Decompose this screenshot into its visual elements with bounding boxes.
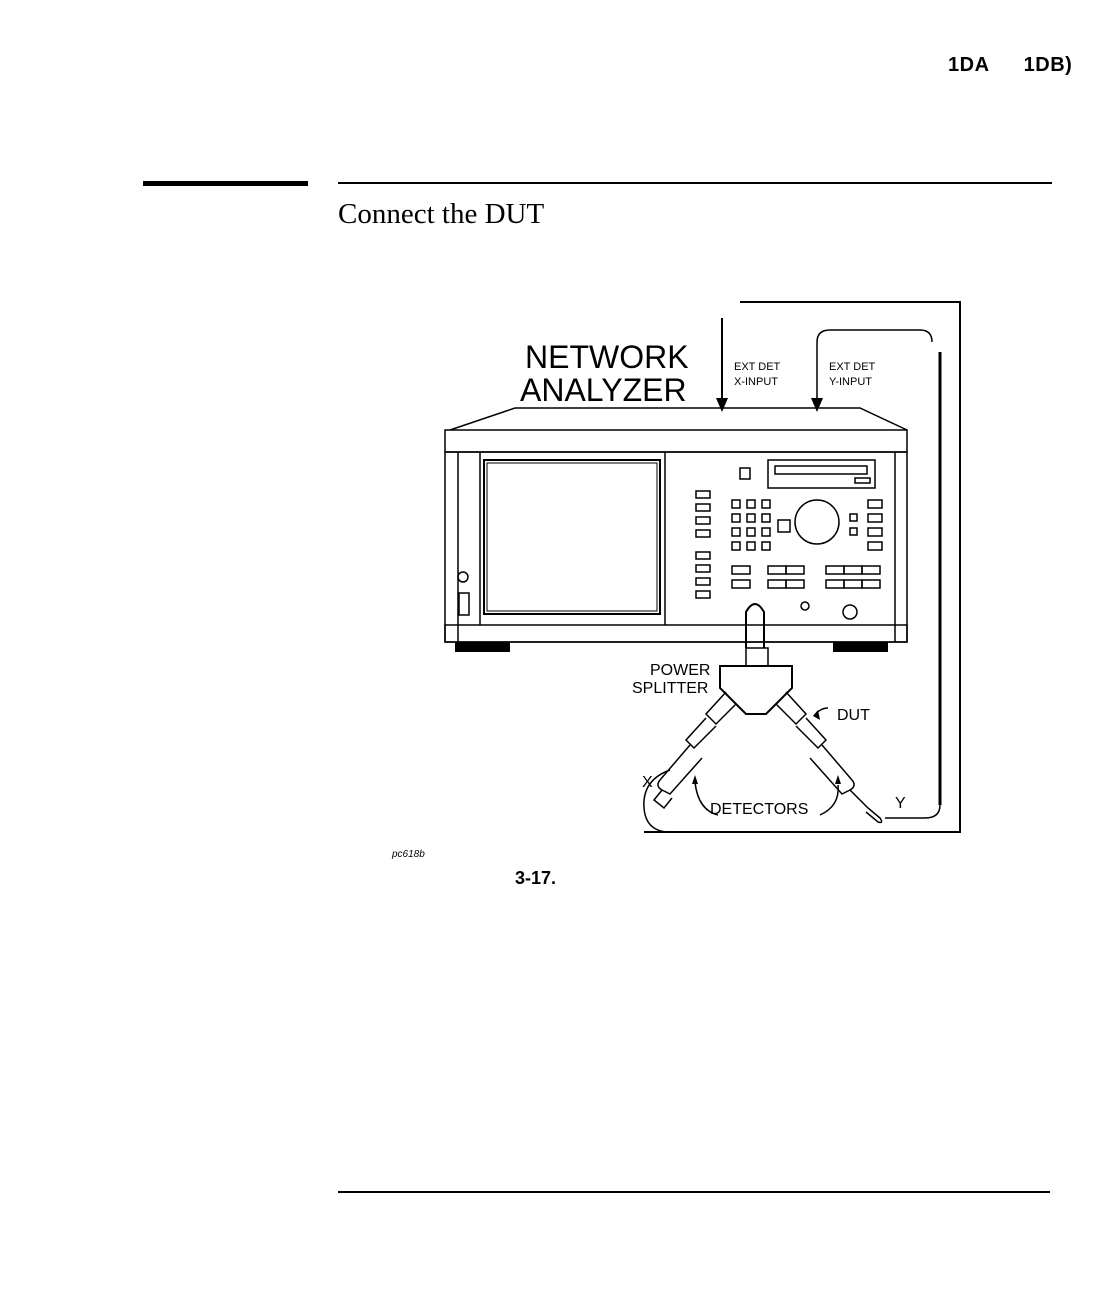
- label-detectors: DETECTORS: [710, 801, 808, 818]
- label-ext-det-y: EXT DET: [829, 361, 876, 373]
- label-ext-det-x: EXT DET: [734, 361, 781, 373]
- analyzer-top: [450, 408, 907, 430]
- analyzer-foot-left: [455, 642, 510, 652]
- section-rule: [338, 182, 1052, 184]
- label-x-input: X-INPUT: [734, 376, 778, 388]
- label-y: Y: [895, 795, 906, 812]
- section-title: Connect the DUT: [338, 198, 544, 231]
- cable-y-end: [885, 805, 940, 818]
- figure-reference: pc618b: [391, 849, 425, 860]
- label-splitter: SPLITTER: [632, 680, 708, 697]
- label-analyzer: ANALYZER: [520, 372, 687, 408]
- section-marker-bar: [143, 181, 308, 186]
- figure-caption: 3-17.: [515, 868, 556, 889]
- label-power: POWER: [650, 662, 710, 679]
- label-x: X: [642, 774, 653, 791]
- rotary-knob: [795, 500, 839, 544]
- header-code-a: 1DA: [948, 54, 990, 77]
- header-codes: 1DA 1DB): [948, 54, 1072, 77]
- label-y-input: Y-INPUT: [829, 376, 872, 388]
- analyzer-top-rail: [445, 430, 907, 452]
- power-splitter: [720, 666, 792, 714]
- analyzer-foot-right: [833, 642, 888, 652]
- cable-outer: [644, 302, 960, 832]
- label-network: NETWORK: [525, 339, 689, 375]
- analyzer-screen: [484, 460, 660, 614]
- label-dut: DUT: [837, 707, 870, 724]
- connection-diagram: NETWORK ANALYZER EXT DET X-INPUT EXT DET…: [380, 290, 980, 860]
- header-code-b: 1DB): [1024, 54, 1073, 77]
- footer-rule: [338, 1191, 1050, 1193]
